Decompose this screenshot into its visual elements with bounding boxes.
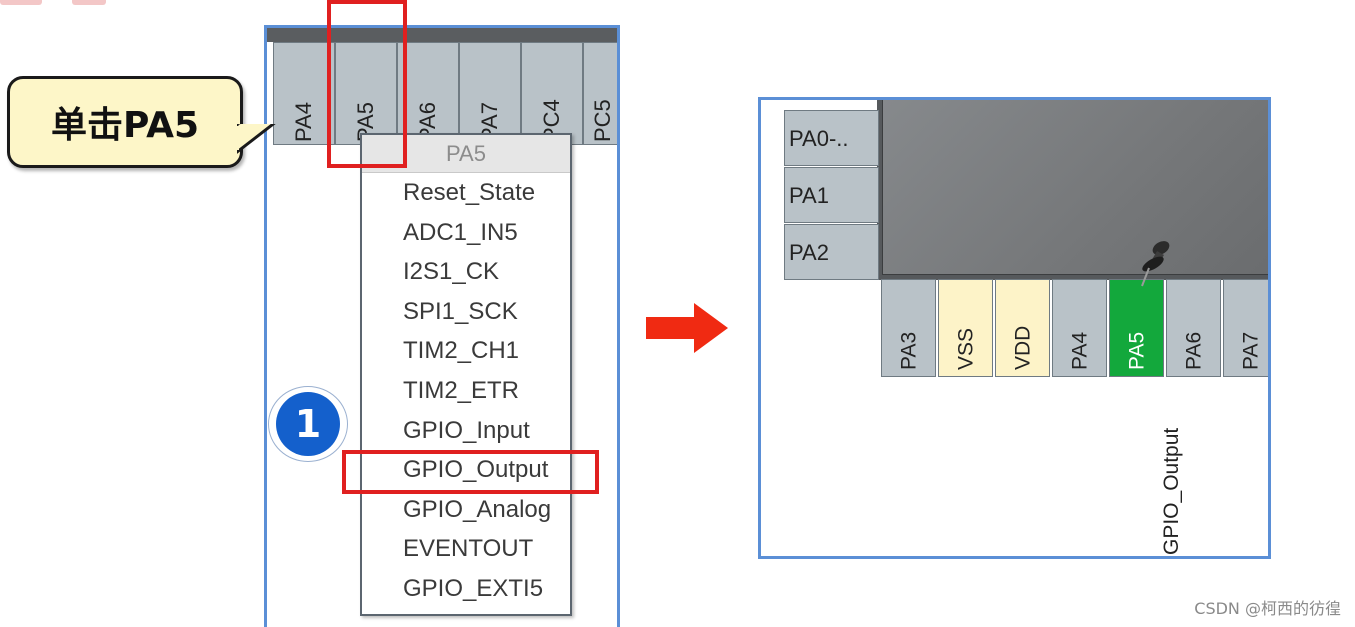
pin-label: VSS — [954, 327, 977, 370]
pin-pa0[interactable]: PA0-.. — [784, 110, 879, 166]
pin-pc5[interactable]: PC5 — [583, 42, 617, 145]
callout-text: 单击PA5 — [51, 105, 199, 146]
pin-pa6[interactable]: PA6 — [1166, 279, 1221, 377]
step-1-badge: 1 — [268, 386, 348, 462]
pin-label: VDD — [1011, 325, 1034, 370]
menu-item-gpio-exti5[interactable]: GPIO_EXTI5 — [403, 574, 544, 602]
menu-item-gpio-input[interactable]: GPIO_Input — [403, 416, 530, 444]
pin-pa2[interactable]: PA2 — [784, 224, 879, 280]
pin-function-menu: PA5 Reset_State ADC1_IN5 I2S1_CK SPI1_SC… — [360, 133, 572, 616]
pin-label: PA3 — [897, 331, 920, 370]
menu-item-reset-state[interactable]: Reset_State — [403, 179, 536, 206]
watermark: CSDN @柯西的彷徨 — [1194, 599, 1341, 618]
pin-pa6[interactable]: PA6 — [397, 42, 459, 145]
mcu-face — [882, 100, 1268, 275]
callout-tail — [237, 124, 276, 154]
left-chip-view: PA4 PA5 PA6 PA7 PC4 PC5 PA5 Reset_State … — [264, 25, 620, 627]
pin-pa1[interactable]: PA1 — [784, 167, 879, 223]
pin-label: PA4 — [1068, 331, 1091, 370]
pin-label: PA7 — [1239, 331, 1262, 370]
pushpin-icon — [1141, 241, 1170, 287]
menu-item-adc1-in5[interactable]: ADC1_IN5 — [403, 218, 518, 246]
pin-pa4[interactable]: PA4 — [1052, 279, 1107, 377]
arrow-right-icon — [646, 303, 728, 353]
pin-label: PA5 — [1125, 331, 1148, 370]
pin-pa5-configured[interactable]: PA5 — [1109, 279, 1164, 377]
chip-body-edge — [267, 28, 617, 42]
mcu-body — [877, 100, 1268, 280]
menu-item-gpio-analog[interactable]: GPIO_Analog — [403, 495, 552, 523]
menu-item-gpio-output[interactable]: GPIO_Output — [403, 456, 549, 484]
pin-pa5[interactable]: PA5 — [335, 42, 397, 145]
pin-label: PA6 — [1182, 331, 1205, 370]
menu-header: PA5 — [362, 135, 570, 173]
step-number: 1 — [276, 392, 340, 456]
right-chip-view: PA0-.. PA1 PA2 PA3 VSS VDD PA4 PA5 PA6 P… — [758, 97, 1271, 559]
pin-pa7[interactable]: PA7 — [1223, 279, 1268, 377]
menu-item-eventout[interactable]: EVENTOUT — [403, 535, 534, 563]
corner-marks — [0, 0, 110, 6]
pin-pa7[interactable]: PA7 — [459, 42, 521, 145]
pin-vss[interactable]: VSS — [938, 279, 993, 377]
pa5-signal-label: GPIO_Output — [1160, 427, 1183, 555]
pin-pa3[interactable]: PA3 — [881, 279, 936, 377]
pin-pa4[interactable]: PA4 — [273, 42, 335, 145]
menu-item-i2s1-ck[interactable]: I2S1_CK — [403, 258, 500, 286]
pin-pc4[interactable]: PC4 — [521, 42, 583, 145]
menu-item-tim2-ch1[interactable]: TIM2_CH1 — [403, 337, 520, 365]
pin-vdd[interactable]: VDD — [995, 279, 1050, 377]
instruction-callout: 单击PA5 — [7, 76, 276, 168]
pin-label: PC5 — [590, 99, 615, 142]
menu-item-tim2-etr[interactable]: TIM2_ETR — [403, 376, 520, 404]
menu-item-spi1-sck[interactable]: SPI1_SCK — [403, 297, 518, 325]
